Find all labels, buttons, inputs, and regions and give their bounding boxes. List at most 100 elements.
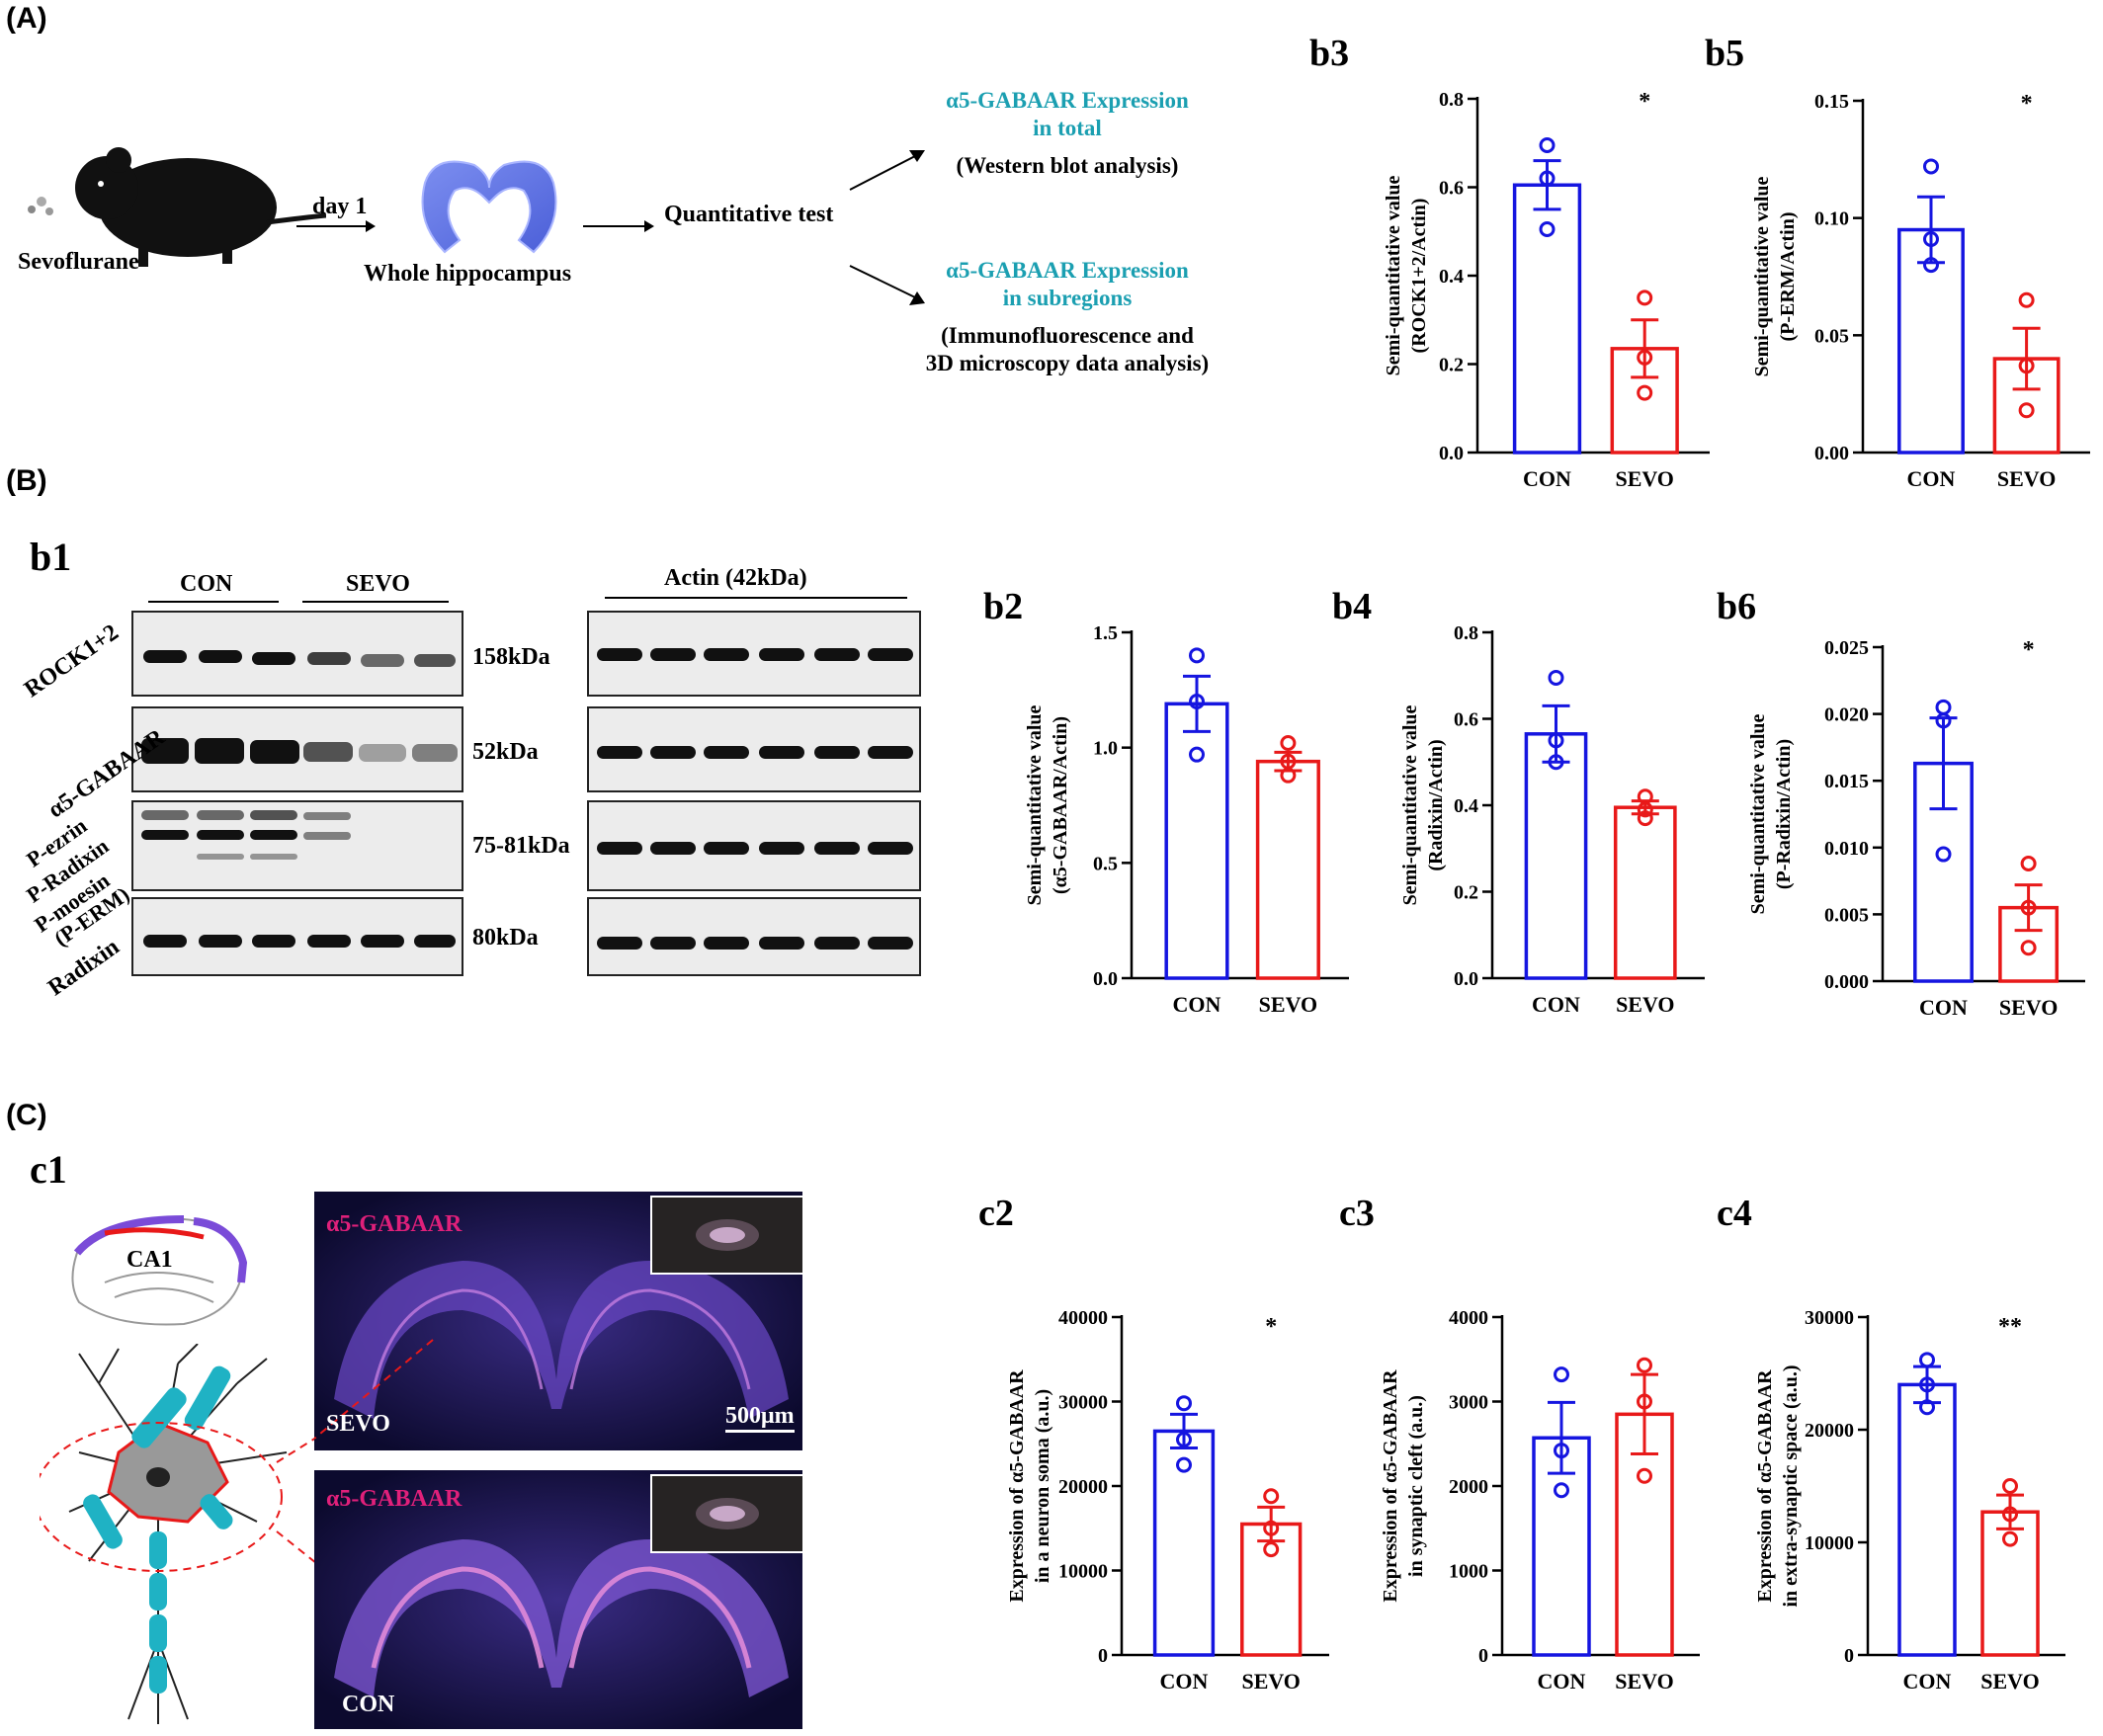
data-point	[1935, 699, 1952, 715]
y-tick-label: 0	[1478, 1645, 1488, 1667]
arrow-icon	[583, 220, 654, 232]
y-tick-label: 0.2	[1439, 355, 1464, 376]
data-point	[1637, 384, 1653, 401]
data-point	[1189, 694, 1205, 709]
data-point	[1637, 1467, 1652, 1484]
x-tick-label: SEVO	[1615, 466, 1673, 491]
y-axis-label: (α5-GABAAR/Actin)	[1050, 716, 1071, 894]
panel-label: c4	[1717, 1193, 1752, 1234]
y-tick-label: 0.005	[1824, 904, 1869, 926]
x-tick-label: SEVO	[1997, 466, 2056, 491]
ca1-label: CA1	[126, 1247, 173, 1273]
data-point	[2018, 291, 2035, 308]
y-axis-label: Expression of α5-GABAAR	[1380, 1369, 1401, 1603]
y-axis-label: in synaptic cleft (a.u.)	[1405, 1395, 1427, 1577]
y-tick-label: 10000	[1058, 1561, 1108, 1583]
data-point	[1280, 767, 1297, 784]
data-point	[1637, 810, 1653, 827]
bar-sevo	[1613, 805, 1677, 980]
quantitative-test-label: Quantitative test	[664, 202, 834, 227]
y-tick-label: 0.0	[1439, 443, 1464, 464]
blot-actin-label: Actin (42kDa)	[664, 565, 807, 591]
y-tick-label: 20000	[1058, 1476, 1108, 1498]
blot-con-label: CON	[180, 571, 233, 597]
kda-80: 80kDa	[472, 925, 539, 951]
y-tick-label: 0.05	[1814, 325, 1849, 347]
panel-label: b6	[1717, 586, 1756, 627]
y-tick-label: 0.0	[1093, 968, 1118, 990]
y-tick-label: 0.2	[1454, 882, 1478, 904]
data-point	[1935, 846, 1952, 863]
y-axis-label: Semi-quantitative value	[1747, 713, 1769, 914]
x-tick-label: CON	[1160, 1669, 1209, 1694]
significance-marker: *	[2023, 637, 2035, 663]
panel-b1-label: b1	[30, 535, 72, 579]
y-tick-label: 0.4	[1439, 266, 1464, 288]
hippocampus-diagram	[71, 1215, 248, 1326]
x-tick-label: CON	[1919, 995, 1968, 1020]
y-tick-label: 10000	[1805, 1532, 1854, 1554]
x-tick-label: SEVO	[1999, 995, 2058, 1020]
kda-75-81: 75-81kDa	[472, 833, 570, 859]
y-tick-label: 0.025	[1824, 637, 1869, 659]
con-underline	[148, 601, 279, 603]
significance-marker: *	[2021, 91, 2033, 117]
data-point	[1637, 289, 1653, 306]
data-point	[1923, 231, 1939, 248]
actin-blot-3	[587, 800, 921, 891]
significance-marker: *	[1265, 1314, 1277, 1340]
data-point	[1919, 1376, 1935, 1393]
y-tick-label: 1000	[1449, 1561, 1488, 1583]
y-axis-label: Semi-quantitative value	[1383, 175, 1404, 375]
y-tick-label: 0.020	[1824, 704, 1869, 726]
x-tick-label: SEVO	[1980, 1669, 2039, 1694]
x-tick-label: CON	[1523, 466, 1571, 491]
data-point	[1548, 732, 1564, 749]
y-tick-label: 20000	[1805, 1420, 1854, 1442]
actin-underline	[605, 597, 907, 599]
data-point	[1637, 1357, 1652, 1373]
section-a-label: (A)	[6, 2, 47, 35]
x-tick-label: SEVO	[1241, 1669, 1300, 1694]
sevo-stain-label: α5-GABAAR	[326, 1211, 463, 1237]
perm-blot	[131, 800, 463, 891]
arrow-up-icon	[849, 150, 925, 191]
hippocampus-icon	[421, 160, 557, 254]
radixin-blot	[131, 897, 463, 976]
data-point	[2020, 899, 2037, 916]
panel-label: b2	[983, 586, 1023, 627]
data-point	[2002, 1506, 2018, 1523]
sevo-underline	[302, 601, 449, 603]
actin-blot-4	[587, 897, 921, 976]
x-tick-label: CON	[1903, 1669, 1952, 1694]
y-tick-label: 1.0	[1093, 738, 1118, 760]
kda-158: 158kDa	[472, 644, 550, 670]
scale-bar: 500μm	[725, 1403, 795, 1433]
y-tick-label: 0	[1844, 1645, 1854, 1667]
data-point	[1923, 257, 1939, 274]
chart-b6: b60.0000.0050.0100.0150.0200.025Semi-qua…	[1717, 586, 2085, 1020]
y-tick-label: 0.010	[1824, 838, 1869, 860]
y-tick-label: 0.15	[1814, 91, 1849, 113]
y-tick-label: 0.8	[1454, 622, 1478, 644]
y-tick-label: 0.4	[1454, 795, 1478, 817]
data-point	[2002, 1478, 2018, 1494]
y-tick-label: 2000	[1449, 1476, 1488, 1498]
data-point	[2018, 358, 2035, 374]
arrow-down-icon	[849, 265, 925, 305]
y-tick-label: 0	[1098, 1645, 1108, 1667]
y-axis-label: in a neuron soma (a.u.)	[1032, 1389, 1053, 1583]
data-point	[1263, 1541, 1280, 1558]
kda-52: 52kDa	[472, 739, 539, 765]
y-tick-label: 4000	[1449, 1307, 1488, 1329]
x-tick-label: SEVO	[1615, 1669, 1673, 1694]
bar-con	[1152, 1429, 1216, 1657]
day-label: day 1	[312, 194, 368, 219]
data-point	[1539, 136, 1556, 153]
y-tick-label: 40000	[1058, 1307, 1108, 1329]
y-tick-label: 0.5	[1093, 853, 1118, 874]
